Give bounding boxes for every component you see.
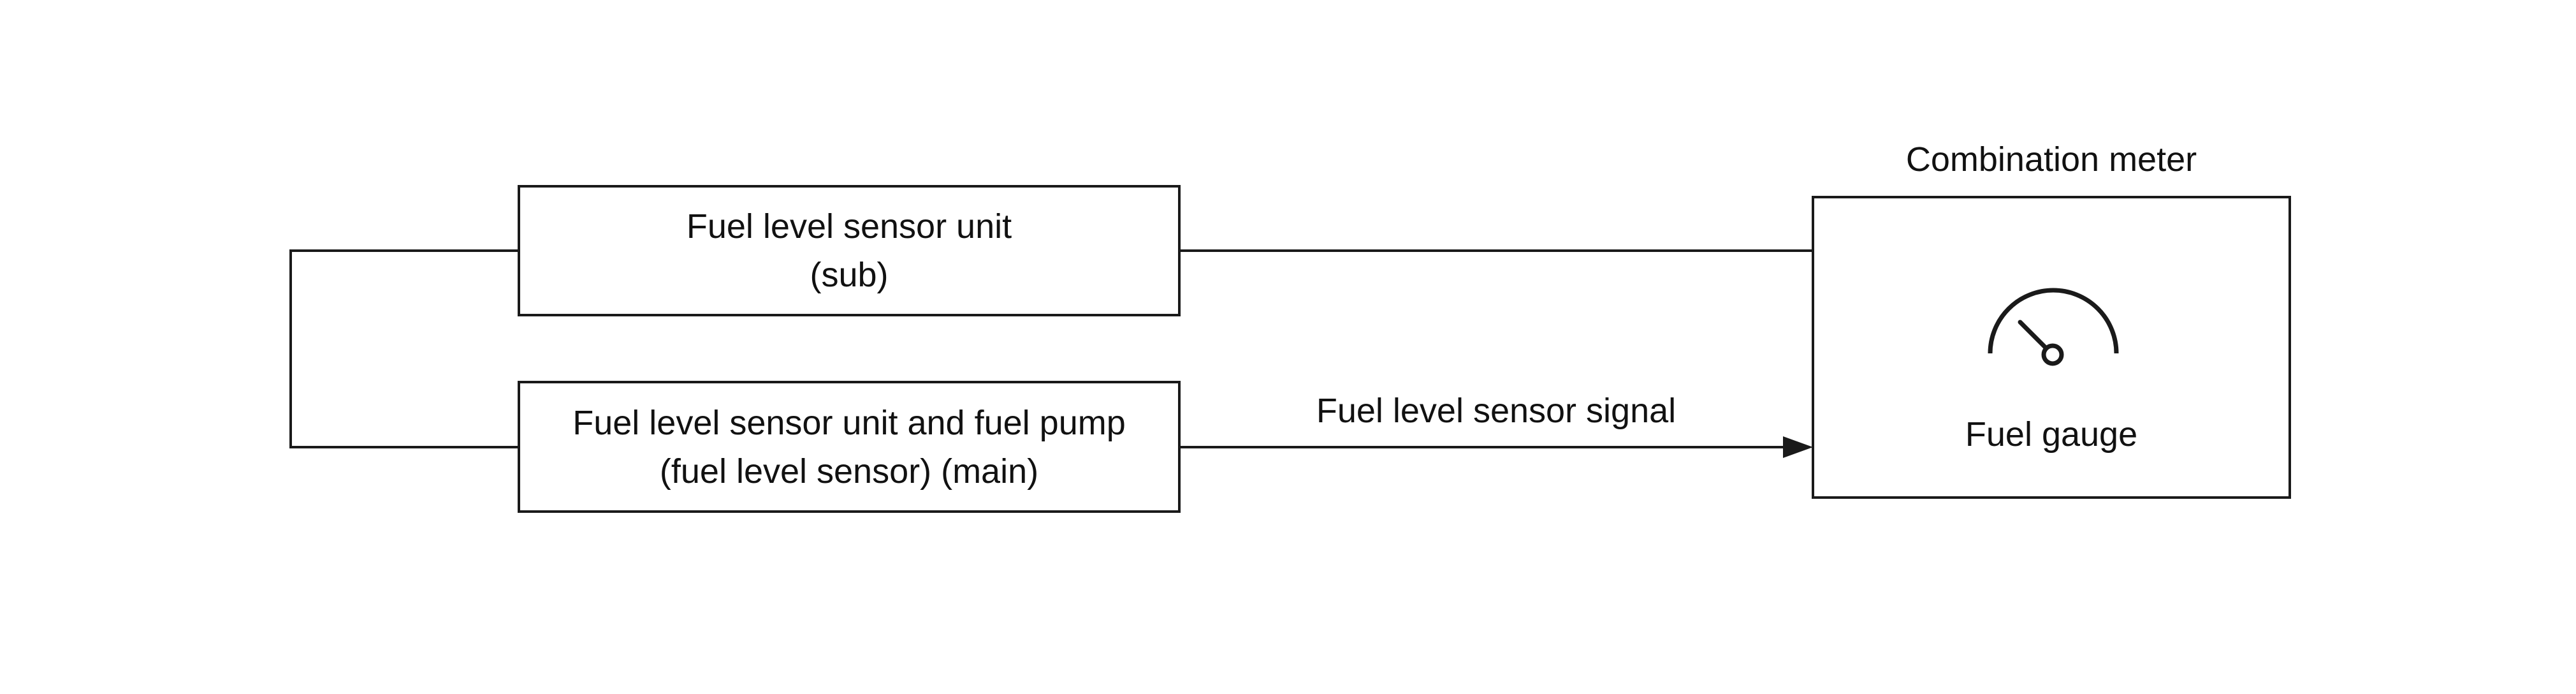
signal-arrowhead — [1783, 436, 1813, 458]
fuel-level-sensor-unit-sub-box: Fuel level sensor unit (sub) — [518, 185, 1181, 316]
fuel-level-sensor-unit-main-box: Fuel level sensor unit and fuel pump (fu… — [518, 381, 1181, 513]
main-unit-label-line1: Fuel level sensor unit and fuel pump — [572, 403, 1126, 442]
gauge-icon — [1988, 288, 2119, 366]
combination-meter-title: Combination meter — [1905, 140, 2197, 179]
main-unit-label-line2: (fuel level sensor) (main) — [659, 452, 1039, 491]
combination-meter-box: Fuel gauge — [1812, 196, 2291, 499]
sub-unit-label-line1: Fuel level sensor unit — [686, 207, 1012, 246]
fuel-level-sensor-signal-label: Fuel level sensor signal — [1316, 392, 1677, 430]
sub-unit-label-line2: (sub) — [810, 256, 889, 294]
fuel-gauge-label: Fuel gauge — [1965, 415, 2138, 454]
left-connector-line — [289, 249, 519, 448]
